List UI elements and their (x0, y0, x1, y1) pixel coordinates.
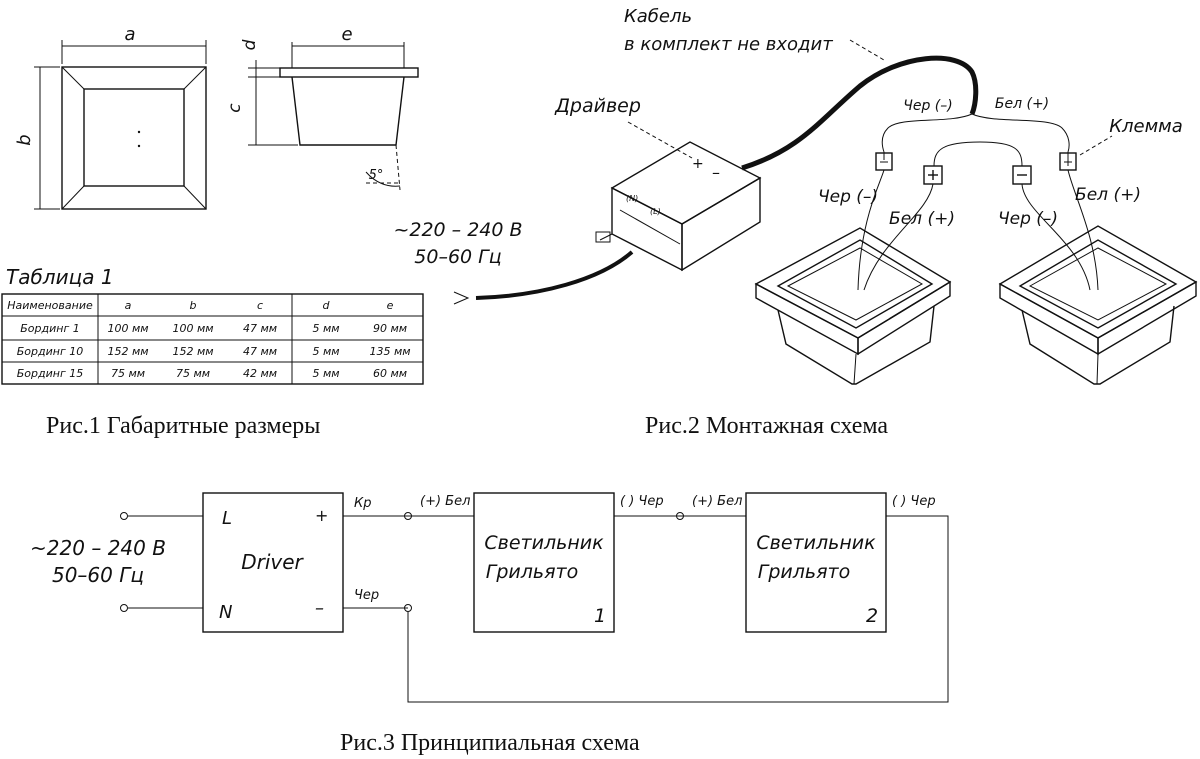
fig3-caption: Рис.3 Принципиальная схема (340, 730, 640, 756)
table-cell: 42 мм (243, 367, 277, 380)
dim-a-label: a (124, 24, 135, 45)
terminal-label: Клемма (1109, 116, 1183, 137)
lamp1-block-line1: Светильник (484, 532, 604, 554)
table-cell: 100 мм (172, 322, 213, 335)
lamp2-in-label: (+) Бел (692, 494, 742, 509)
lamp2-block-line2: Грильято (758, 561, 850, 583)
fig2-supply-frequency: 50–60 Гц (414, 246, 501, 268)
lamp2-white-label: Бел (+) (1075, 185, 1141, 205)
fig3-supply-voltage: ~220 – 240 В (30, 536, 166, 560)
fig2-wiring: ~220 – 240 В 50–60 Гц (N) (L) + – Драйве… (393, 6, 1198, 385)
lamp2-block (745, 492, 887, 633)
out-black-label: Чер (354, 588, 379, 603)
lamp-2-illustration (998, 225, 1198, 385)
table-cell: 60 мм (373, 367, 407, 380)
lamp2-black-label: Чер (–) (998, 209, 1058, 229)
table-header: c (257, 299, 263, 312)
terminal-l-label: L (222, 508, 232, 529)
fig3-supply-frequency: 50–60 Гц (52, 563, 144, 587)
lamp1-in-label: (+) Бел (420, 494, 470, 509)
lamp1-number: 1 (594, 605, 606, 627)
table-cell: 75 мм (111, 367, 145, 380)
lamp2-out-label: ( ) Чер (892, 494, 936, 509)
table-header: d (323, 299, 331, 312)
table-cell: 152 мм (107, 345, 148, 358)
svg-text:–: – (712, 163, 720, 182)
table-title: Таблица 1 (6, 265, 114, 289)
cable-note: в комплект не входит (624, 34, 833, 55)
dim-b-label: b (14, 134, 35, 145)
lamp1-block (473, 492, 615, 633)
lamp1-black-label: Чер (–) (818, 187, 878, 207)
table-header: b (190, 299, 197, 312)
lamp-1-illustration (754, 227, 952, 385)
fig2-supply-voltage: ~220 – 240 В (393, 219, 522, 241)
terminal-block (875, 152, 1077, 185)
fig2-caption: Рис.2 Монтажная схема (645, 413, 888, 439)
dim-d-label: d (240, 39, 260, 50)
fig1-dimensions: a b e d c 5° (14, 24, 419, 210)
driver-block-label: Driver (241, 550, 304, 574)
mains-cable (475, 250, 634, 300)
table-cell: Бординг 15 (17, 367, 83, 380)
lamp1-out-label: ( ) Чер (620, 494, 664, 509)
driver-label: Драйвер (554, 95, 641, 117)
lamp2-number: 2 (866, 605, 878, 627)
dim-c-label: c (225, 103, 245, 113)
table-cell: 152 мм (172, 345, 213, 358)
out-red-label: Кр (354, 496, 371, 511)
table-header: e (387, 299, 394, 312)
svg-text:(N): (N) (626, 194, 638, 203)
svg-text:(L): (L) (650, 207, 661, 216)
table-cell: 5 мм (312, 367, 339, 380)
table-cell: 90 мм (373, 322, 407, 335)
table-cell: 75 мм (176, 367, 210, 380)
lamp1-block-line2: Грильято (486, 561, 578, 583)
driver-block (202, 492, 344, 633)
table-header: a (125, 299, 132, 312)
table-cell: 47 мм (243, 322, 277, 335)
lamp1-white-label: Бел (+) (889, 209, 955, 229)
terminal-plus-label: + (315, 506, 328, 525)
main-black-label: Чер (–) (903, 98, 952, 114)
terminal-n-label: N (219, 602, 232, 623)
table-cell: 47 мм (243, 345, 277, 358)
angle-label: 5° (369, 168, 384, 183)
svg-text:+: + (692, 156, 704, 172)
fig3-schematic: ~220 – 240 В 50–60 Гц Driver L N + – Кр … (30, 492, 949, 703)
terminal-minus-label: – (315, 598, 324, 619)
table-cell: 5 мм (312, 322, 339, 335)
table-cell: Бординг 1 (20, 322, 79, 335)
cable-label: Кабель (624, 6, 692, 27)
output-cable (741, 55, 979, 171)
fixture-top-view (61, 66, 207, 210)
table-cell: 100 мм (107, 322, 148, 335)
fig1-caption: Рис.1 Габаритные размеры (46, 413, 320, 439)
table-1: Таблица 1 Наименование a b c d e Бординг… (1, 265, 424, 385)
table-cell: 135 мм (369, 345, 410, 358)
table-header: Наименование (7, 299, 93, 312)
dim-e-label: e (341, 24, 352, 45)
table-cell: Бординг 10 (17, 345, 83, 358)
lamp2-block-line1: Светильник (756, 532, 876, 554)
driver-unit: (N) (L) + – (595, 141, 762, 272)
main-white-label: Бел (+) (995, 96, 1049, 112)
fixture-side-view (279, 67, 419, 191)
table-cell: 5 мм (312, 345, 339, 358)
